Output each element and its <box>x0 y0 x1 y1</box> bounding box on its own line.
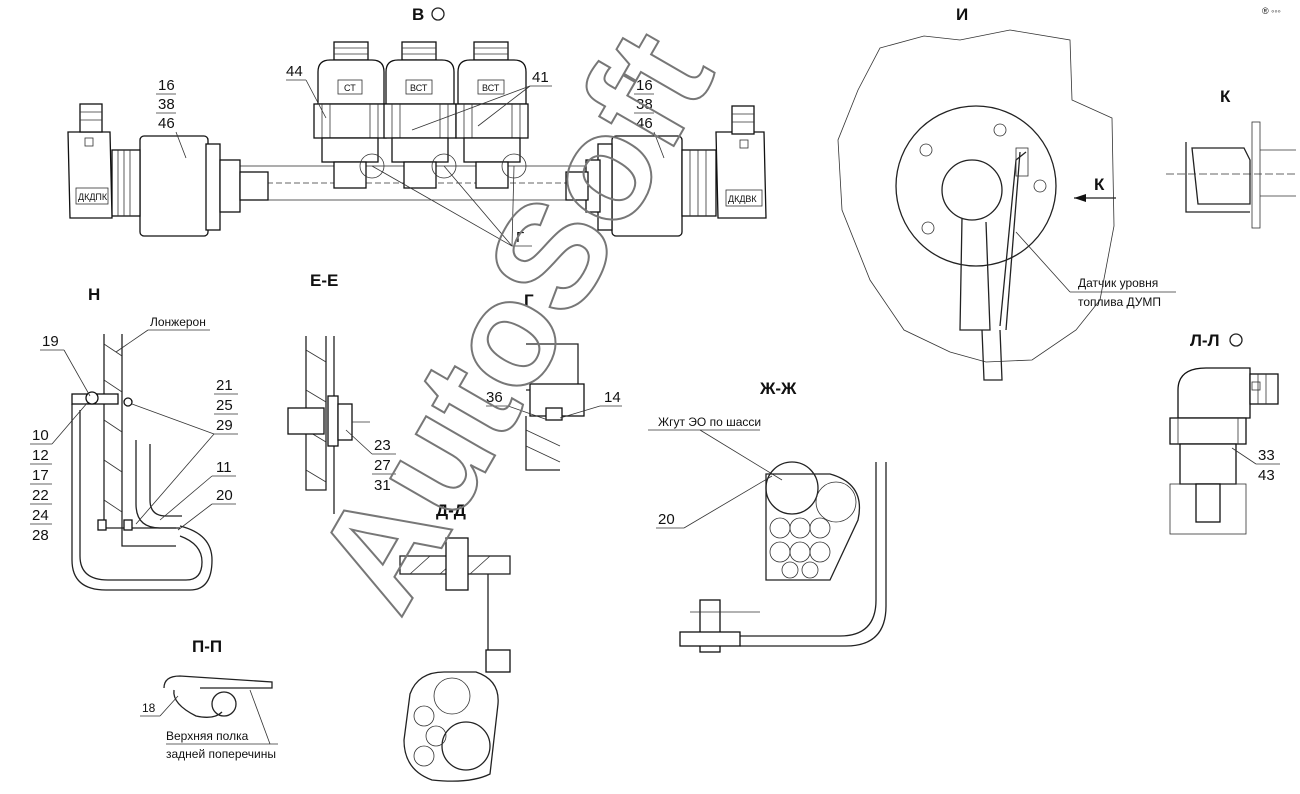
view-v-assembly: В ДКДПК ДКДВК <box>67 5 767 247</box>
view-zhzh-title: Ж-Ж <box>759 379 797 398</box>
connector-dkdvk-label: ДКДВК <box>728 194 757 204</box>
pos-21: 21 <box>216 377 233 394</box>
pos-46a: 46 <box>158 115 175 132</box>
pos-36: 36 <box>486 389 503 406</box>
sensor-head <box>941 159 1003 221</box>
pos-41: 41 <box>532 69 549 86</box>
harness-dd <box>403 671 499 782</box>
pos-43: 43 <box>1258 467 1275 484</box>
pos-22: 22 <box>32 487 49 504</box>
shelf-note-2: задней поперечины <box>166 747 276 761</box>
valve-vst-2-label: ВСТ <box>482 83 500 93</box>
pos-16b: 16 <box>636 77 653 94</box>
harness-note: Жгут ЭО по шасси <box>658 415 761 429</box>
pos-14: 14 <box>604 389 621 406</box>
valve-vst-1-label: ВСТ <box>410 83 428 93</box>
view-ee: Е-Е 23 27 31 <box>287 271 396 514</box>
pos-33: 33 <box>1258 447 1275 464</box>
pos-20a: 20 <box>216 487 233 504</box>
sensor-note-1: Датчик уровня <box>1078 276 1158 290</box>
harness-clamp <box>765 473 861 581</box>
pos-10: 10 <box>32 427 49 444</box>
view-k-title: К <box>1220 87 1231 106</box>
sensor-note-2: топлива ДУМП <box>1078 295 1161 309</box>
view-v-title: В <box>412 5 424 24</box>
pos-28: 28 <box>32 527 49 544</box>
tank-outline <box>837 29 1115 363</box>
pos-12: 12 <box>32 447 49 464</box>
view-dd-title: Д-Д <box>436 501 466 520</box>
pos-31: 31 <box>374 477 391 494</box>
pos-25: 25 <box>216 397 233 414</box>
pos-38a: 38 <box>158 96 175 113</box>
view-pp: П-П 18 Верхняя полка задней поперечины <box>140 637 278 761</box>
arrow-k-label: К <box>1094 175 1105 194</box>
view-g-title: Г <box>524 291 534 310</box>
longeron-note: Лонжерон <box>150 315 206 329</box>
view-zhzh: Ж-Ж Жгут ЭО по шасси 20 <box>648 379 887 653</box>
view-dd: Д-Д <box>399 501 511 782</box>
pos-46b: 46 <box>636 115 653 132</box>
pos-27: 27 <box>374 457 391 474</box>
view-ll: Л-Л 33 43 <box>1169 331 1280 535</box>
view-ll-title: Л-Л <box>1190 331 1220 350</box>
shelf-note-1: Верхняя полка <box>166 729 249 743</box>
connector-dkdvk <box>715 131 767 219</box>
pos-20b: 20 <box>658 511 675 528</box>
pos-38b: 38 <box>636 96 653 113</box>
connector-dkdpk <box>67 131 113 219</box>
view-n: Н Лонжерон 19 10 12 17 22 24 28 21 25 29 <box>30 285 238 591</box>
pos-18: 18 <box>142 701 156 715</box>
pos-24: 24 <box>32 507 49 524</box>
pos-16a: 16 <box>158 77 175 94</box>
view-k: К <box>1166 87 1296 229</box>
pos-17: 17 <box>32 467 49 484</box>
view-n-title: Н <box>88 285 100 304</box>
valve-vst-2: ВСТ <box>455 41 529 189</box>
flange <box>895 105 1057 267</box>
view-i-title: И <box>956 5 968 24</box>
view-i: И К Датчик уровня топлива ДУМП <box>837 5 1176 381</box>
corner-mark: ® ◦◦◦ <box>1262 6 1281 16</box>
view-g: Г 36 14 <box>486 291 622 471</box>
pos-29: 29 <box>216 417 233 434</box>
harness-loop <box>71 404 213 591</box>
connector-ll <box>1177 367 1251 419</box>
sensor-left-body <box>139 135 209 237</box>
pos-44: 44 <box>286 63 303 80</box>
pos-11: 11 <box>216 459 232 476</box>
valve-st: СТ <box>313 41 387 189</box>
valve-st-label: СТ <box>344 83 356 93</box>
view-pp-title: П-П <box>192 637 222 656</box>
rotate-icon <box>431 7 445 21</box>
pos-23: 23 <box>374 437 391 454</box>
pos-g: Г <box>516 229 524 246</box>
view-ee-title: Е-Е <box>310 271 338 290</box>
pos-19: 19 <box>42 333 59 350</box>
connector-dkdpk-label: ДКДПК <box>78 192 108 202</box>
valve-vst-1: ВСТ <box>383 41 457 189</box>
